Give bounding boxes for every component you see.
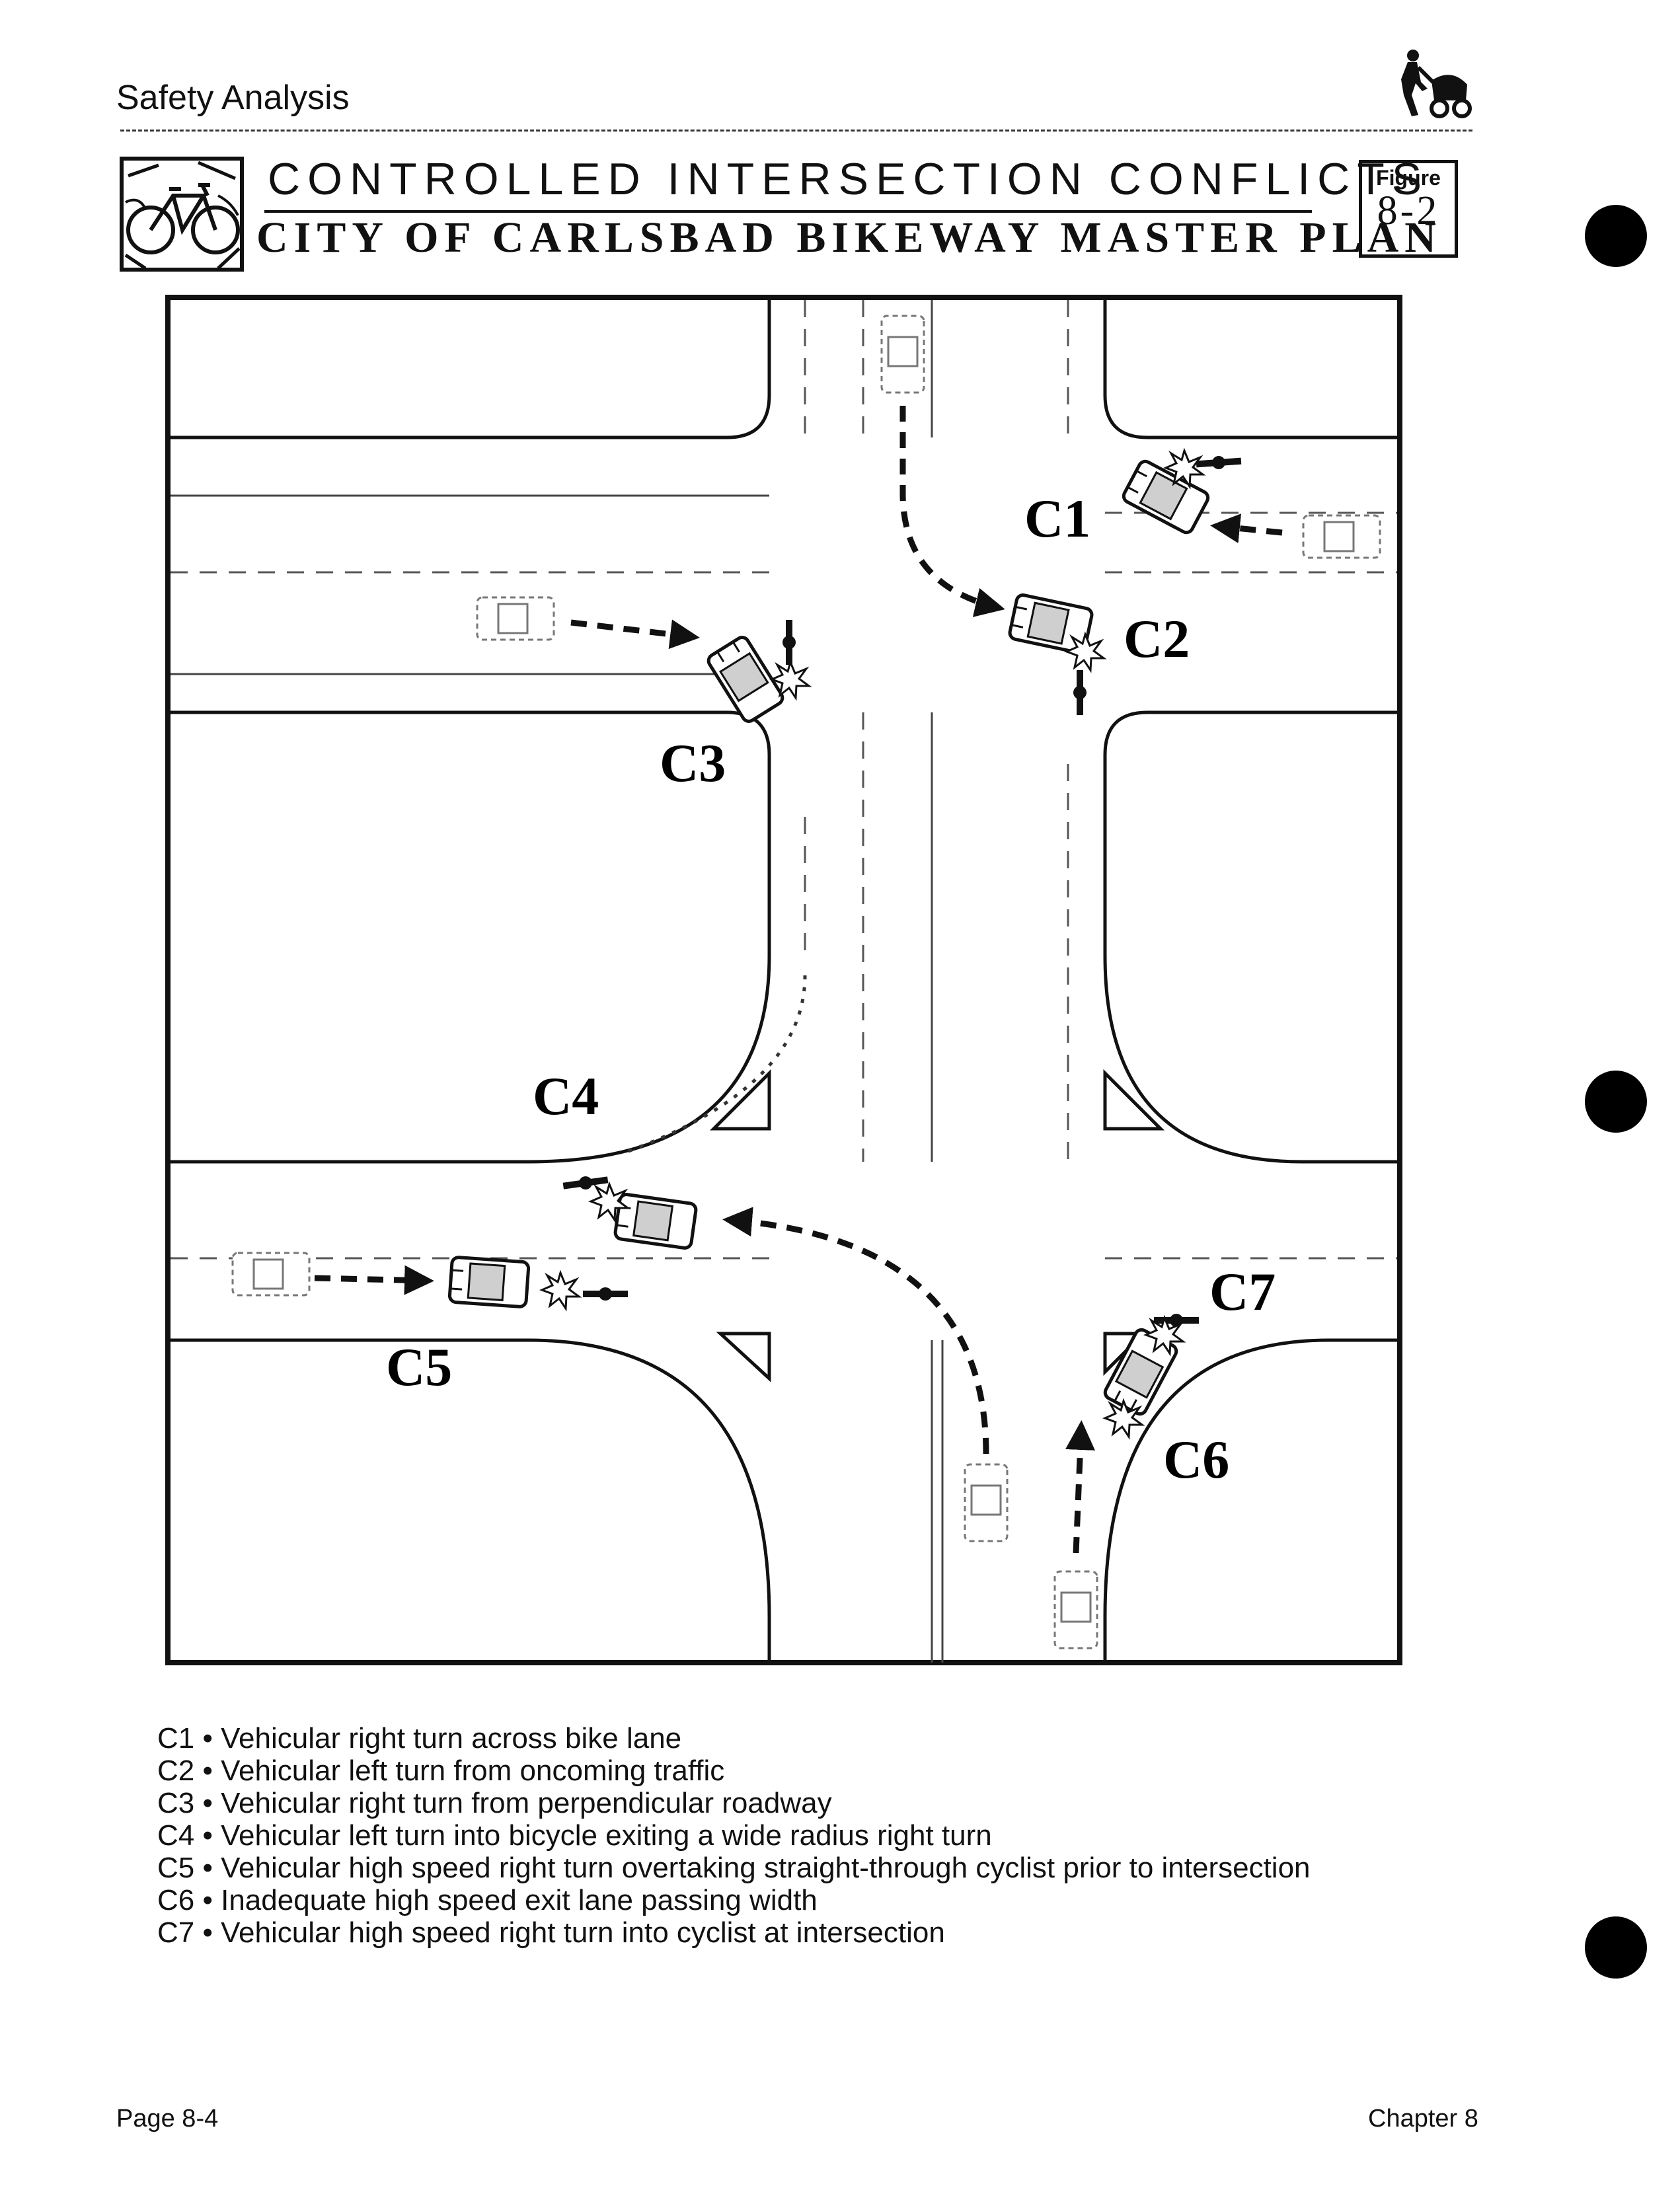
page-number: Page 8-4	[116, 2105, 219, 2133]
conflict-label-c1: C1	[1024, 488, 1090, 548]
legend-item: C7 • Vehicular high speed right turn int…	[157, 1916, 945, 1949]
legend-item: C3 • Vehicular right turn from perpendic…	[157, 1787, 832, 1819]
intersection-diagram: C1 C2 C3 C4 C5 C6 C7	[165, 295, 1402, 1665]
pedestrian-stroller-icon	[1401, 50, 1472, 118]
conflict-label-c3: C3	[660, 733, 726, 793]
conflict-label-c5: C5	[386, 1337, 452, 1397]
binder-hole	[1585, 1916, 1647, 1979]
figure-label: Figure	[1376, 166, 1441, 190]
figure-number: 8-2	[1377, 188, 1440, 233]
lane-lines	[171, 300, 944, 1663]
conflict-label-c4: C4	[533, 1066, 599, 1126]
conflict-legend: C1 • Vehicular right turn across bike la…	[157, 1722, 1311, 1949]
conflict-label-c2: C2	[1124, 609, 1190, 669]
curb-lines	[171, 300, 1397, 1663]
vehicle-paths	[314, 406, 1283, 1554]
conflict-label-c7: C7	[1209, 1262, 1276, 1322]
figure-title-line1: CONTROLLED INTERSECTION CONFLICTS	[268, 154, 1430, 204]
legend-item: C5 • Vehicular high speed right turn ove…	[157, 1852, 1311, 1884]
legend-item: C4 • Vehicular left turn into bicycle ex…	[157, 1819, 992, 1852]
section-title: Safety Analysis	[116, 79, 350, 117]
header-divider	[120, 130, 1472, 132]
title-divider	[264, 210, 1312, 213]
figure-number-box: Figure 8-2	[1359, 160, 1458, 258]
binder-hole	[1585, 1071, 1647, 1133]
legend-item: C1 • Vehicular right turn across bike la…	[157, 1722, 682, 1755]
bicycle-logo-icon	[120, 157, 244, 272]
legend-item: C6 • Inadequate high speed exit lane pas…	[157, 1884, 818, 1916]
conflict-label-c6: C6	[1163, 1429, 1229, 1490]
legend-item: C2 • Vehicular left turn from oncoming t…	[157, 1755, 725, 1787]
figure-title-line2: CITY OF CARLSBAD BIKEWAY MASTER PLAN	[256, 213, 1442, 262]
binder-hole	[1585, 205, 1647, 267]
chapter-label: Chapter 8	[1368, 2105, 1478, 2133]
